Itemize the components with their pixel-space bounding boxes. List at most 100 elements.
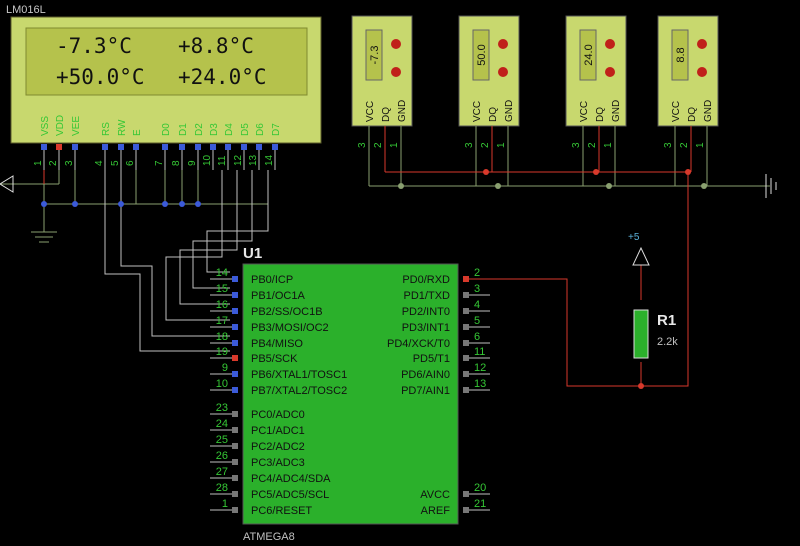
mcu-pin-stub — [463, 276, 469, 282]
lcd-pin-number: 10 — [202, 154, 213, 166]
sensor-up-button[interactable] — [391, 39, 401, 49]
sensor-down-button[interactable] — [498, 67, 508, 77]
sensor-reading: 24.0 — [583, 44, 595, 65]
mcu-pin-number: 19 — [216, 346, 228, 358]
lcd-pin-name: RW — [117, 119, 128, 136]
sensor-pin-number: 2 — [679, 142, 690, 148]
mcu-pin-stub — [463, 292, 469, 298]
sensor-up-button[interactable] — [697, 39, 707, 49]
mcu-pin-stub — [232, 276, 238, 282]
mcu-left-pins: 14PB0/ICP15PB1/OC1A16PB2/SS/OC1B17PB3/MO… — [210, 267, 347, 517]
mcu-pin-stub — [232, 443, 238, 449]
mcu-pin-name: PD3/INT1 — [402, 322, 450, 334]
mcu-body — [242, 263, 459, 525]
lcd-pin-name: E — [132, 129, 143, 136]
mcu-pin-stub — [463, 308, 469, 314]
sensor-down-button[interactable] — [391, 67, 401, 77]
lcd-pin-stub — [225, 144, 231, 150]
lcd-pin-number: 6 — [125, 160, 136, 166]
sensor-pin-number: 3 — [663, 142, 674, 148]
mcu-pin-name: PD7/AIN1 — [401, 385, 450, 397]
mcu-pin-stub — [463, 387, 469, 393]
lcd-pin-number: 13 — [248, 154, 259, 166]
lcd-pin-stub — [41, 144, 47, 150]
mcu-pin-name: PD6/AIN0 — [401, 369, 450, 381]
lcd-pin-number: 9 — [187, 160, 198, 166]
lcd-pin-name: D5 — [240, 123, 251, 136]
sensor-display — [671, 29, 689, 81]
mcu-pin-stub — [463, 324, 469, 330]
mcu-pin-name: PB7/XTAL2/TOSC2 — [251, 385, 347, 397]
mcu-pin-number: 26 — [216, 450, 228, 462]
lcd-pin-stub — [272, 144, 278, 150]
mcu-atmega8[interactable]: U1 ATMEGA8 14PB0/ICP15PB1/OC1A16PB2/SS/O… — [210, 245, 490, 543]
lcd-pin-number: 11 — [217, 155, 228, 166]
mcu-right-pins: 2PD0/RXD3PD1/TXD4PD2/INT05PD3/INT16PD4/X… — [387, 267, 490, 517]
mcu-pin-stub — [232, 371, 238, 377]
sensor-up-button[interactable] — [605, 39, 615, 49]
junctions — [483, 169, 691, 389]
mcu-pin-name: PD5/T1 — [413, 353, 450, 365]
power-arrow-icon — [632, 246, 650, 266]
sensor-down-button[interactable] — [697, 67, 707, 77]
resistor-ref: R1 — [657, 312, 676, 329]
lcd-pin-number: 7 — [154, 160, 165, 166]
lcd-module[interactable]: LM016L -7.3°C +8.8°C +50.0°C +24.0°C VSS… — [6, 4, 322, 170]
mcu-pin-name: PC4/ADC4/SDA — [251, 473, 331, 485]
mcu-pin-number: 1 — [222, 498, 228, 510]
lcd-pin-stub — [133, 144, 139, 150]
mcu-pin-number: 5 — [474, 315, 480, 327]
sensor-pin-name: VCC — [365, 101, 376, 122]
sensor-up-button[interactable] — [498, 39, 508, 49]
lcd-pin-name: VDD — [55, 115, 66, 136]
lcd-pin-number: 4 — [94, 160, 105, 166]
mcu-pin-name: PD4/XCK/T0 — [387, 338, 450, 350]
mcu-pin-name: PB6/XTAL1/TOSC1 — [251, 369, 347, 381]
lcd-pin-number: 5 — [110, 160, 121, 166]
lcd-pin-stub — [195, 144, 201, 150]
mcu-pin-stub — [463, 491, 469, 497]
sensor-pin-number: 3 — [357, 142, 368, 148]
mcu-pin-number: 12 — [474, 362, 486, 374]
resistor-body — [633, 309, 649, 359]
mcu-pin-number: 11 — [474, 346, 485, 358]
sensor-down-button[interactable] — [605, 67, 615, 77]
mcu-pin-stub — [232, 324, 238, 330]
mcu-pin-number: 18 — [216, 331, 228, 343]
resistor-r1[interactable]: R1 2.2k — [633, 309, 678, 359]
sensor-bus — [369, 171, 777, 198]
mcu-pin-name: PB4/MISO — [251, 338, 303, 350]
mcu-pin-stub — [463, 507, 469, 513]
lcd-pin-number: 12 — [233, 154, 244, 166]
mcu-pin-name: PB3/MOSI/OC2 — [251, 322, 329, 334]
vdd-arrow-icon — [0, 175, 14, 193]
mcu-pin-stub — [232, 355, 238, 361]
lcd-control-lines — [104, 170, 230, 352]
mcu-pin-name: PB5/SCK — [251, 353, 298, 365]
lcd-pin-stub — [210, 144, 216, 150]
lcd-pin-stub — [256, 144, 262, 150]
mcu-pin-stub — [232, 491, 238, 497]
mcu-part-label: ATMEGA8 — [243, 531, 295, 543]
mcu-pin-stub — [463, 355, 469, 361]
lcd-pin-stub — [72, 144, 78, 150]
sensor-pin-name: GND — [611, 100, 622, 122]
mcu-pin-stub — [232, 308, 238, 314]
lcd-pin-number: 3 — [64, 160, 75, 166]
mcu-pin-stub — [463, 340, 469, 346]
lcd-line1-right: +8.8°C — [178, 34, 254, 58]
sensor-pin-name: GND — [504, 100, 515, 122]
mcu-pin-number: 24 — [216, 418, 228, 430]
mcu-pin-number: 9 — [222, 362, 228, 374]
lcd-pin-name: VEE — [71, 116, 82, 136]
mcu-pin-stub — [232, 507, 238, 513]
mcu-pin-number: 14 — [216, 267, 228, 279]
dq-wire — [484, 172, 689, 387]
sensor-pin-name: DQ — [687, 107, 698, 122]
mcu-pin-number: 23 — [216, 402, 228, 414]
